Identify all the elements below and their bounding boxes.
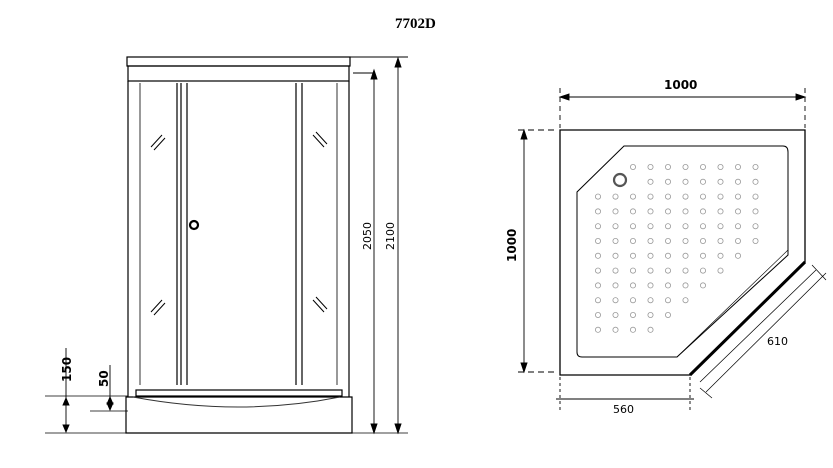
dim-diagonal: 610: [767, 335, 788, 348]
dim-width: 1000: [664, 78, 697, 92]
top-frame: [127, 65, 350, 82]
front-view: [45, 56, 408, 434]
dim-front-side: 560: [613, 403, 634, 416]
door-edge: [688, 260, 807, 377]
glass-reflection-icon: [150, 131, 328, 316]
dim-step-height: 50: [97, 370, 111, 387]
model-title: 7702D: [395, 16, 436, 32]
dim-depth: 1000: [505, 229, 519, 262]
dim-tray-height: 150: [60, 357, 74, 382]
top-dimensions: [518, 88, 827, 410]
drain-icon: [612, 172, 628, 188]
front-dimensions: [62, 56, 408, 435]
door-handle-icon: [188, 219, 200, 231]
shower-tray: [125, 396, 353, 434]
top-view: [559, 129, 817, 383]
anti-slip-dots: [595, 163, 759, 333]
dim-height-total: 2100: [384, 222, 397, 250]
threshold: [135, 389, 343, 397]
tray-inner: [576, 145, 789, 358]
top-cap: [126, 56, 351, 67]
dim-height-inner: 2050: [361, 222, 374, 250]
